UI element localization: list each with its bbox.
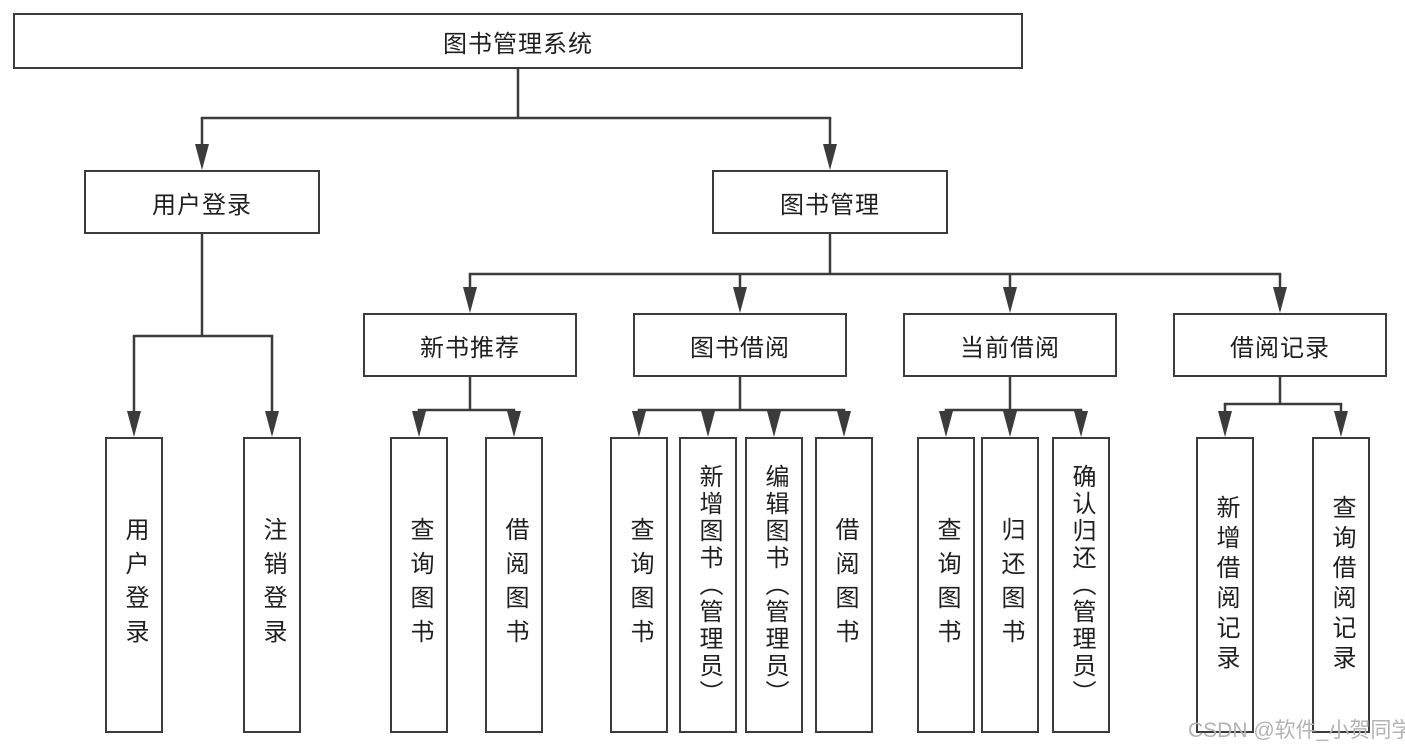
watermark: CSDN @软件_小贺同学 <box>1188 719 1405 742</box>
node-book-mgmt: 图书管理 <box>712 170 948 234</box>
node-root: 图书管理系统 <box>13 13 1023 69</box>
leaf-user-login-label: 用户登录 <box>121 517 148 653</box>
leaf-user-login: 用户登录 <box>105 437 163 733</box>
leaf-logout-label: 注销登录 <box>259 517 286 653</box>
connector-borrow-records-children <box>1218 377 1348 437</box>
leaf-query-book-borrow: 查询图书 <box>610 437 668 733</box>
leaf-query-borrow-record: 查询借阅记录 <box>1312 437 1370 733</box>
leaf-add-book-admin: 新增图书（管理员） <box>679 437 737 733</box>
leaf-edit-book-admin: 编辑图书（管理员） <box>745 437 803 733</box>
leaf-add-borrow-record-label: 新增借阅记录 <box>1212 495 1239 675</box>
leaf-borrow-book: 借阅图书 <box>815 437 873 733</box>
leaf-edit-book-admin-label: 编辑图书（管理员） <box>761 463 788 707</box>
leaf-borrow-book-recommend-label: 借阅图书 <box>501 517 528 653</box>
node-current-borrow: 当前借阅 <box>903 313 1117 377</box>
node-book-borrow: 图书借阅 <box>633 313 847 377</box>
node-new-book-recommend-label: 新书推荐 <box>420 334 520 362</box>
node-borrow-records-label: 借阅记录 <box>1230 334 1330 362</box>
leaf-query-book-borrow-label: 查询图书 <box>626 517 653 653</box>
connector-user-login-children <box>127 234 279 437</box>
leaf-query-book-recommend: 查询图书 <box>390 437 448 733</box>
leaf-query-book-current: 查询图书 <box>917 437 975 733</box>
leaf-add-borrow-record: 新增借阅记录 <box>1196 437 1254 733</box>
node-borrow-records: 借阅记录 <box>1173 313 1387 377</box>
node-root-label: 图书管理系统 <box>443 30 593 58</box>
connector-new-book-children <box>412 377 521 437</box>
connector-root-to-level2 <box>195 69 837 170</box>
leaf-query-borrow-record-label: 查询借阅记录 <box>1328 495 1355 675</box>
node-book-borrow-label: 图书借阅 <box>690 334 790 362</box>
leaf-query-book-recommend-label: 查询图书 <box>406 517 433 653</box>
node-book-mgmt-label: 图书管理 <box>780 191 880 219</box>
leaf-add-book-admin-label: 新增图书（管理员） <box>695 463 722 707</box>
leaf-confirm-return-admin-label: 确认归还（管理员） <box>1068 463 1095 707</box>
leaf-confirm-return-admin: 确认归还（管理员） <box>1052 437 1110 733</box>
node-new-book-recommend: 新书推荐 <box>363 313 577 377</box>
leaf-borrow-book-label: 借阅图书 <box>831 517 858 653</box>
node-current-borrow-label: 当前借阅 <box>960 334 1060 362</box>
connector-current-borrow-children <box>939 377 1088 437</box>
node-user-login: 用户登录 <box>84 170 320 234</box>
connector-book-borrow-children <box>632 377 851 437</box>
leaf-borrow-book-recommend: 借阅图书 <box>485 437 543 733</box>
connector-book-mgmt-to-level3 <box>463 233 1287 313</box>
leaf-query-book-current-label: 查询图书 <box>933 517 960 653</box>
leaf-logout: 注销登录 <box>243 437 301 733</box>
leaf-return-book-label: 归还图书 <box>997 517 1024 653</box>
node-user-login-label: 用户登录 <box>152 191 252 219</box>
leaf-return-book: 归还图书 <box>981 437 1039 733</box>
